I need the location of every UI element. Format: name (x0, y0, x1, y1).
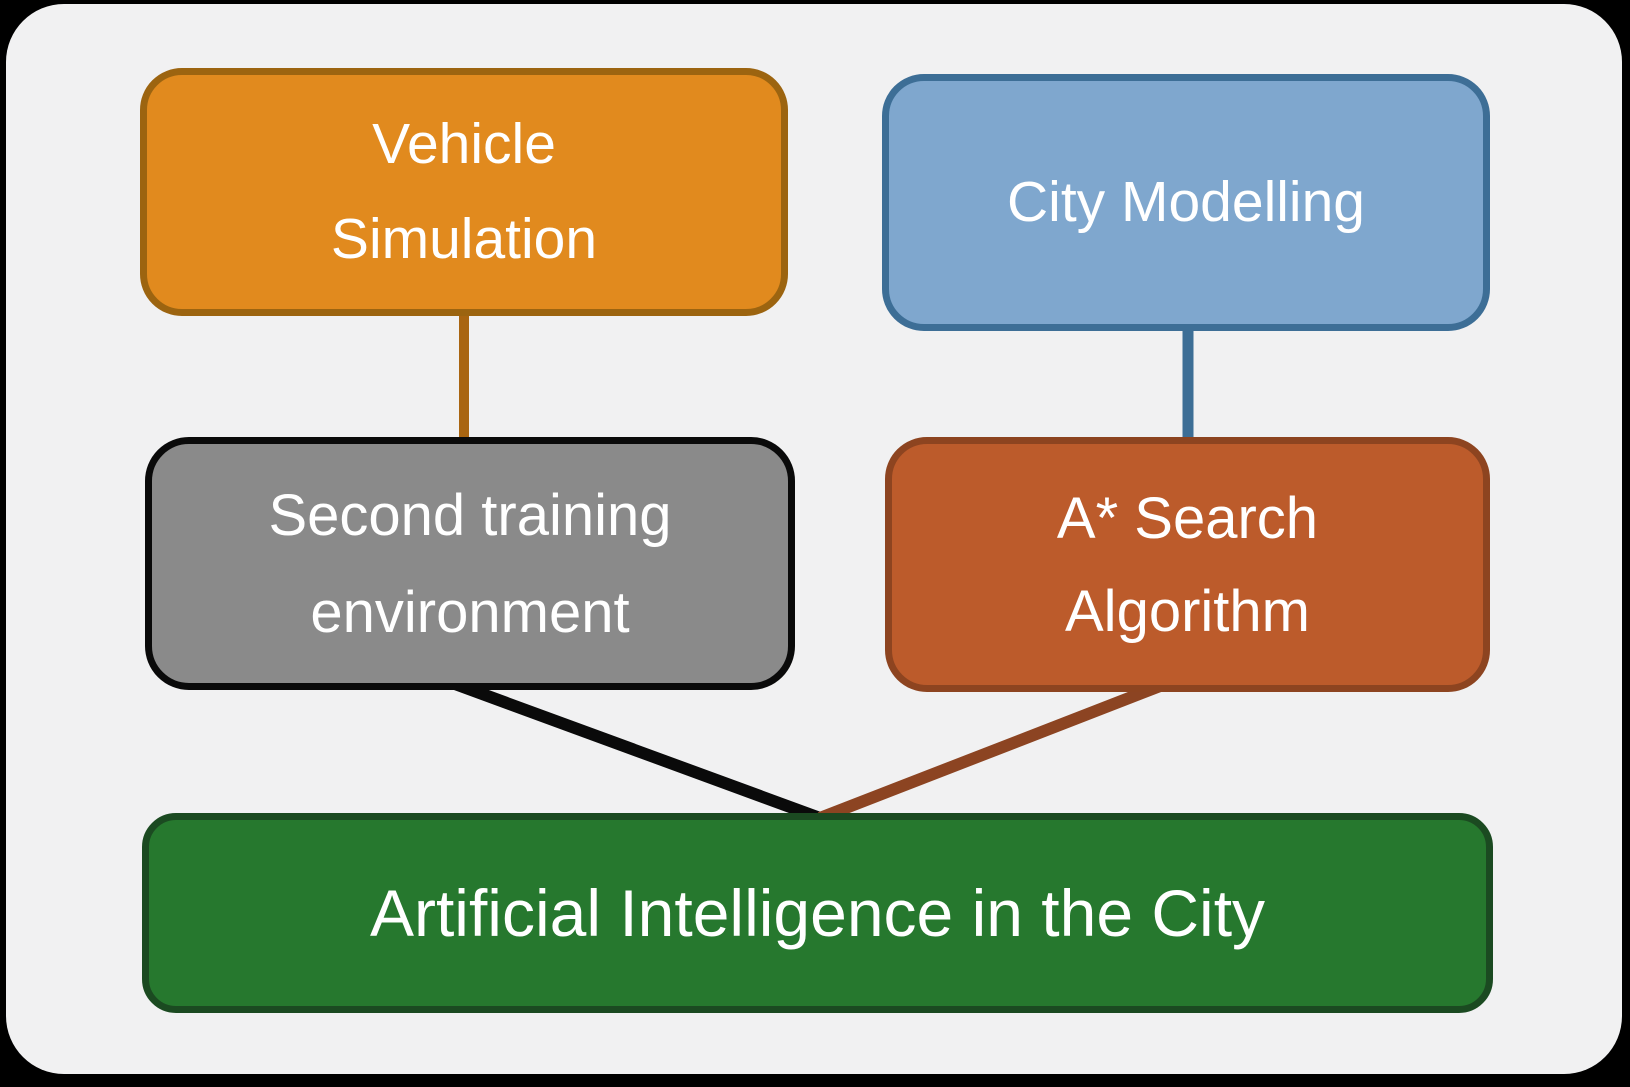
node-label-line: Artificial Intelligence in the City (369, 876, 1266, 950)
node-label-line: Algorithm (1065, 578, 1310, 644)
node-label-line: City Modelling (1007, 170, 1365, 234)
node-artificial-intelligence-in-the-city: Artificial Intelligence in the City (142, 813, 1493, 1013)
node-label-line: Second training (268, 482, 672, 548)
node-second-training-environment: Second training environment (145, 437, 795, 690)
node-vehicle-simulation: Vehicle Simulation (140, 68, 788, 316)
node-city-modelling: City Modelling (882, 74, 1490, 331)
node-label-line: Simulation (330, 207, 598, 271)
node-label-line: A* Search (1056, 485, 1319, 551)
node-label-line: environment (310, 579, 630, 645)
node-a-star-search-algorithm: A* Search Algorithm (885, 437, 1490, 692)
node-label-line: Vehicle (372, 112, 556, 176)
